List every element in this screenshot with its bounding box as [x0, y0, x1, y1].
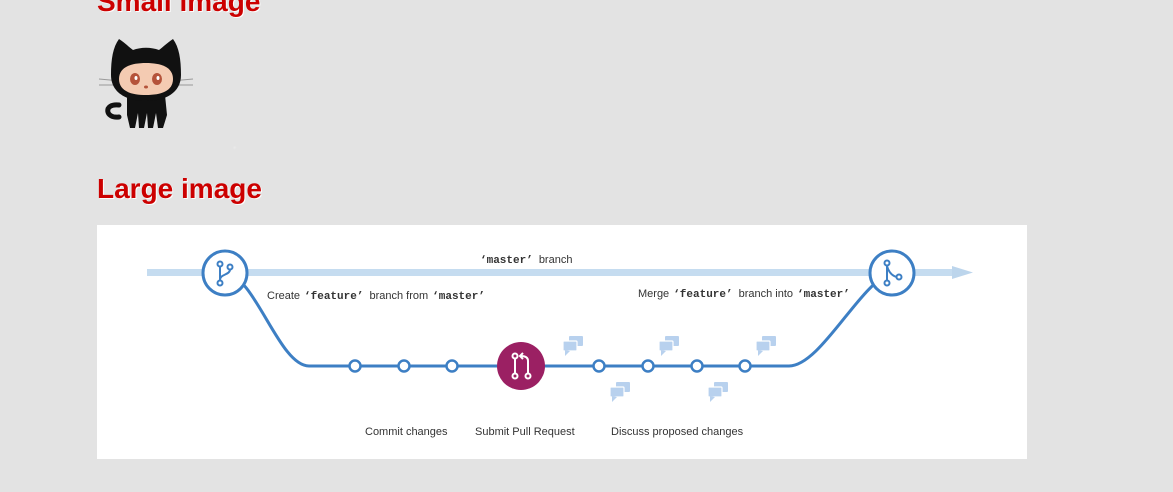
large-image-heading: Large image [97, 173, 262, 204]
commit-node [445, 359, 459, 373]
commit-node [690, 359, 704, 373]
merge-icon [868, 249, 916, 297]
master-branch-line [147, 269, 957, 276]
discuss-changes-label: Discuss proposed changes [611, 426, 744, 438]
pull-request-icon [497, 342, 545, 390]
master-arrow-head [952, 266, 973, 279]
github-flow-diagram: ‘master’branch Create‘feature’branch fro… [97, 225, 1027, 459]
comment-icon [755, 336, 776, 356]
commit-node [397, 359, 411, 373]
comment-icon [609, 382, 630, 402]
create-branch-label: Create‘feature’branch from‘master’ [267, 290, 485, 303]
comment-bubbles [562, 336, 776, 402]
commit-changes-label: Commit changes [365, 426, 448, 438]
comment-icon [562, 336, 583, 356]
commit-node [348, 359, 362, 373]
commit-node [592, 359, 606, 373]
octocat-icon [97, 33, 195, 129]
commit-node [738, 359, 752, 373]
submit-pull-request-label: Submit Pull Request [475, 426, 575, 438]
merge-branch-label: Merge‘feature’branch into‘master’ [638, 288, 850, 301]
commit-node [641, 359, 655, 373]
comment-icon [658, 336, 679, 356]
branch-icon [201, 249, 249, 297]
comment-icon [707, 382, 728, 402]
feature-branch-line [224, 271, 893, 368]
small-image-heading: Small image [97, 0, 261, 17]
master-branch-label: ‘master’branch [480, 254, 572, 267]
